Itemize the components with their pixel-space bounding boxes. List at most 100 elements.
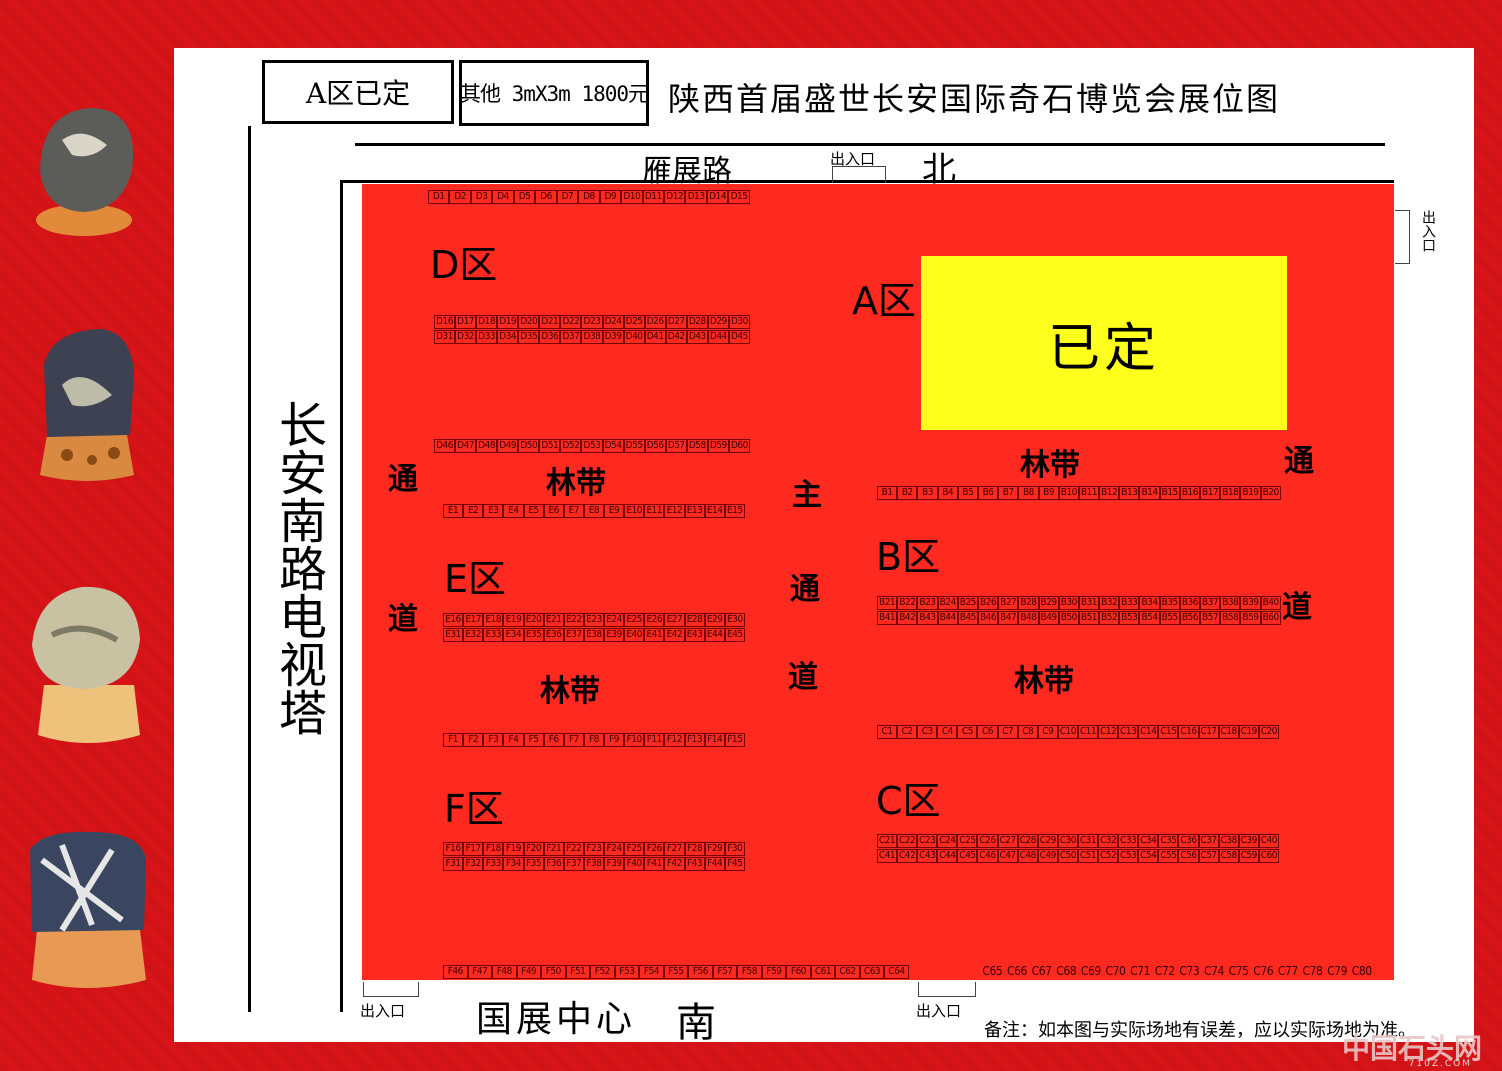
booth-b7[interactable]: B7 — [998, 486, 1019, 500]
booth-f41[interactable]: F41 — [644, 857, 665, 871]
booth-c52[interactable]: C52 — [1098, 849, 1119, 863]
booth-f38[interactable]: F38 — [583, 857, 604, 871]
booth-d26[interactable]: D26 — [644, 315, 666, 329]
booth-b12[interactable]: B12 — [1099, 486, 1120, 500]
booth-c79[interactable]: C79 — [1327, 965, 1347, 978]
booth-c74[interactable]: C74 — [1204, 965, 1224, 978]
booth-c56[interactable]: C56 — [1178, 849, 1199, 863]
booth-c76[interactable]: C76 — [1253, 965, 1274, 978]
booth-b16[interactable]: B16 — [1179, 486, 1200, 500]
booth-f32[interactable]: F32 — [463, 857, 484, 871]
booth-d34[interactable]: D34 — [497, 330, 519, 344]
booth-c68[interactable]: C68 — [1056, 965, 1077, 978]
booth-f52[interactable]: F52 — [590, 965, 615, 979]
booth-f10[interactable]: F10 — [624, 733, 645, 747]
booth-d20[interactable]: D20 — [518, 315, 540, 329]
booth-b14[interactable]: B14 — [1139, 486, 1160, 500]
booth-b26[interactable]: B26 — [977, 596, 999, 610]
booth-b45[interactable]: B45 — [957, 611, 978, 625]
booth-e29[interactable]: E29 — [704, 613, 725, 627]
booth-e11[interactable]: E11 — [644, 504, 665, 518]
booth-e36[interactable]: E36 — [543, 628, 564, 642]
booth-d40[interactable]: D40 — [623, 330, 645, 344]
booth-d21[interactable]: D21 — [539, 315, 561, 329]
booth-c41[interactable]: C41 — [877, 849, 898, 863]
booth-f13[interactable]: F13 — [684, 733, 705, 747]
booth-c57[interactable]: C57 — [1198, 849, 1219, 863]
booth-e37[interactable]: E37 — [563, 628, 584, 642]
booth-c1[interactable]: C1 — [877, 725, 898, 739]
booth-d23[interactable]: D23 — [581, 315, 603, 329]
booth-c63[interactable]: C63 — [859, 965, 885, 979]
booth-e22[interactable]: E22 — [563, 613, 584, 627]
booth-d38[interactable]: D38 — [581, 330, 603, 344]
booth-e21[interactable]: E21 — [543, 613, 564, 627]
booth-f43[interactable]: F43 — [684, 857, 705, 871]
booth-b49[interactable]: B49 — [1038, 611, 1059, 625]
booth-c42[interactable]: C42 — [897, 849, 918, 863]
booth-d52[interactable]: D52 — [560, 439, 582, 453]
booth-c3[interactable]: C3 — [917, 725, 938, 739]
booth-f4[interactable]: F4 — [503, 733, 524, 747]
booth-b23[interactable]: B23 — [917, 596, 938, 610]
booth-e40[interactable]: E40 — [624, 628, 645, 642]
booth-c51[interactable]: C51 — [1077, 849, 1099, 863]
booth-d1[interactable]: D1 — [428, 190, 450, 204]
booth-b44[interactable]: B44 — [937, 611, 958, 625]
booth-f23[interactable]: F23 — [583, 842, 604, 856]
booth-f11[interactable]: F11 — [644, 733, 665, 747]
booth-b38[interactable]: B38 — [1220, 596, 1241, 610]
booth-c36[interactable]: C36 — [1178, 834, 1199, 848]
booth-c38[interactable]: C38 — [1218, 834, 1239, 848]
booth-c40[interactable]: C40 — [1258, 834, 1279, 848]
booth-b8[interactable]: B8 — [1018, 486, 1039, 500]
booth-c43[interactable]: C43 — [917, 849, 938, 863]
booth-d41[interactable]: D41 — [644, 330, 666, 344]
booth-e4[interactable]: E4 — [503, 504, 524, 518]
booth-c4[interactable]: C4 — [937, 725, 958, 739]
booth-e26[interactable]: E26 — [644, 613, 665, 627]
booth-f5[interactable]: F5 — [523, 733, 544, 747]
booth-b15[interactable]: B15 — [1159, 486, 1180, 500]
booth-c26[interactable]: C26 — [977, 834, 998, 848]
booth-e43[interactable]: E43 — [684, 628, 705, 642]
booth-e20[interactable]: E20 — [523, 613, 544, 627]
booth-d49[interactable]: D49 — [497, 439, 519, 453]
booth-e24[interactable]: E24 — [604, 613, 625, 627]
booth-c47[interactable]: C47 — [997, 849, 1018, 863]
booth-c67[interactable]: C67 — [1031, 965, 1052, 978]
booth-e12[interactable]: E12 — [664, 504, 685, 518]
booth-c28[interactable]: C28 — [1017, 834, 1038, 848]
booth-b36[interactable]: B36 — [1179, 596, 1200, 610]
booth-f51[interactable]: F51 — [565, 965, 591, 979]
booth-f55[interactable]: F55 — [663, 965, 689, 979]
booth-f19[interactable]: F19 — [503, 842, 524, 856]
booth-c21[interactable]: C21 — [877, 834, 898, 848]
booth-c25[interactable]: C25 — [957, 834, 978, 848]
booth-b39[interactable]: B39 — [1240, 596, 1261, 610]
booth-e16[interactable]: E16 — [443, 613, 464, 627]
booth-c80[interactable]: C80 — [1351, 965, 1372, 978]
booth-e13[interactable]: E13 — [684, 504, 705, 518]
booth-d31[interactable]: D31 — [434, 330, 456, 344]
booth-c66[interactable]: C66 — [1007, 965, 1027, 978]
booth-e15[interactable]: E15 — [724, 504, 745, 518]
booth-c5[interactable]: C5 — [957, 725, 978, 739]
booth-d4[interactable]: D4 — [492, 190, 514, 204]
booth-e9[interactable]: E9 — [604, 504, 625, 518]
booth-c48[interactable]: C48 — [1017, 849, 1038, 863]
booth-d29[interactable]: D29 — [707, 315, 729, 329]
booth-c19[interactable]: C19 — [1238, 725, 1259, 739]
booth-b54[interactable]: B54 — [1139, 611, 1160, 625]
booth-c73[interactable]: C73 — [1179, 965, 1200, 978]
booth-f54[interactable]: F54 — [639, 965, 664, 979]
booth-b48[interactable]: B48 — [1018, 611, 1039, 625]
booth-f7[interactable]: F7 — [563, 733, 584, 747]
booth-b21[interactable]: B21 — [877, 596, 898, 610]
booth-c69[interactable]: C69 — [1080, 965, 1101, 978]
booth-f42[interactable]: F42 — [664, 857, 685, 871]
booth-c75[interactable]: C75 — [1228, 965, 1249, 978]
booth-c33[interactable]: C33 — [1118, 834, 1139, 848]
booth-c54[interactable]: C54 — [1138, 849, 1159, 863]
booth-b58[interactable]: B58 — [1220, 611, 1241, 625]
